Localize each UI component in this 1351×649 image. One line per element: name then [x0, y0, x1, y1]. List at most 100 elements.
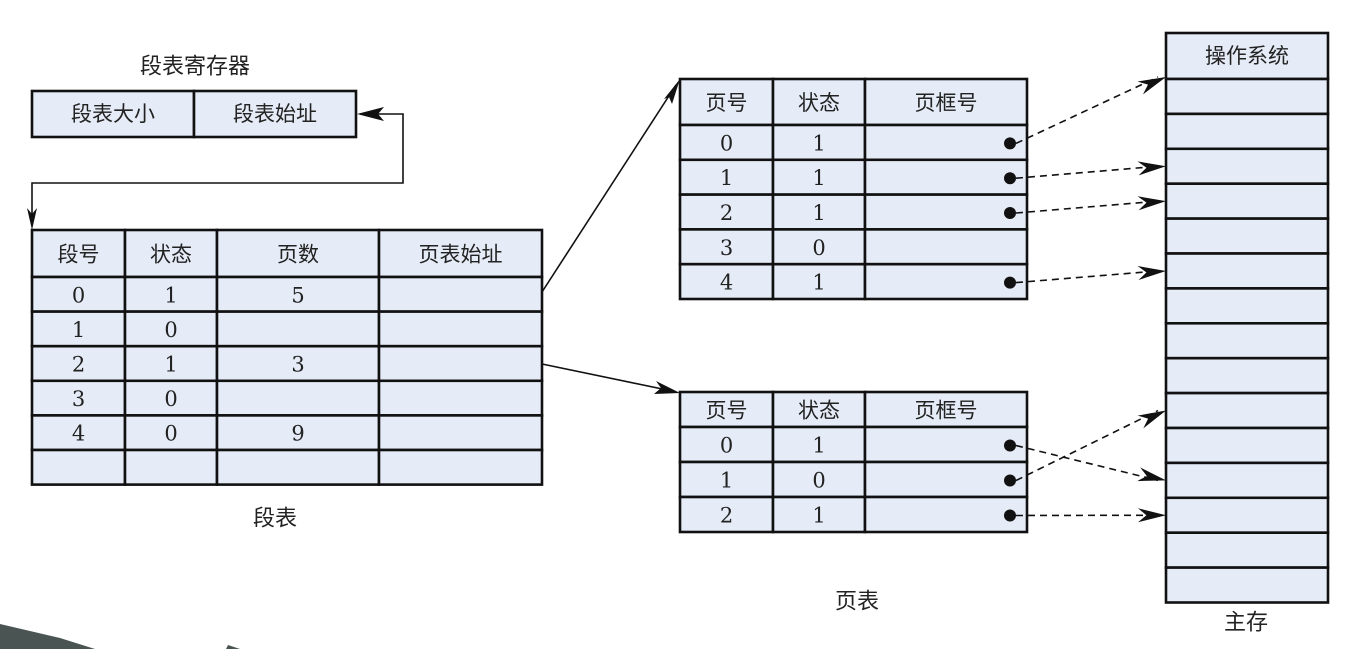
cell-text: 1	[812, 271, 825, 295]
pointer-line	[1015, 165, 1159, 179]
memory-frame	[1164, 496, 1330, 534]
cell-text: 4	[720, 271, 733, 295]
cell-text: 1	[164, 353, 177, 377]
table-cell	[863, 123, 1029, 162]
table-cell	[215, 448, 381, 486]
cell-text: 2	[720, 504, 733, 528]
table-cell	[863, 77, 1029, 127]
register-field-base	[192, 89, 358, 139]
main-memory-caption: 主存	[1224, 611, 1268, 636]
table-cell	[377, 448, 544, 486]
pointer-dot	[1004, 474, 1016, 487]
memory-frame	[1164, 566, 1330, 604]
table-cell	[30, 228, 127, 279]
arrow-seg2-to-page-table-b	[541, 363, 673, 392]
segment-table-register: 段表寄存器 段表大小 段表始址	[30, 55, 358, 139]
pointer-line	[1015, 270, 1159, 284]
pointer-arrowhead	[1137, 508, 1166, 523]
cell-text: 2	[720, 201, 733, 225]
table-row	[30, 448, 544, 486]
header-row: 页号状态页框号	[678, 77, 1029, 127]
table-cell	[771, 77, 867, 127]
frame-pointer	[1004, 439, 1166, 482]
pointer-arrowhead	[1137, 410, 1166, 429]
table-cell	[863, 193, 1029, 231]
header-row: 页号状态页框号	[678, 390, 1029, 429]
pointer-dot	[1004, 137, 1016, 150]
cell-text: 0	[720, 131, 733, 155]
cell-text: 0	[720, 434, 733, 458]
table-cell	[215, 344, 381, 383]
pointer-dot	[1004, 276, 1016, 289]
table-cell	[123, 275, 219, 313]
memory-frame	[1164, 287, 1330, 325]
table-cell	[377, 379, 544, 417]
cell-text: 页数	[277, 243, 319, 267]
table-cell	[30, 379, 127, 417]
cell-text: 页表始址	[419, 243, 503, 267]
photo-edge-artifact	[0, 624, 95, 649]
table-cell	[377, 414, 544, 452]
memory-frame	[1164, 77, 1330, 116]
table-cell	[863, 262, 1029, 301]
memory-frame	[1164, 321, 1330, 360]
pointer-line	[1015, 444, 1159, 482]
pointer-line	[1015, 200, 1159, 214]
cell-text: 5	[291, 283, 304, 307]
pointer-arrowhead	[1137, 161, 1166, 176]
cell-text: 1	[812, 434, 825, 458]
table-cell	[678, 228, 775, 266]
cell-text: 页号	[706, 399, 748, 423]
cell-text: 段号	[58, 243, 100, 267]
table-cell	[771, 193, 867, 231]
table-cell	[863, 158, 1029, 196]
os-label: 操作系统	[1205, 44, 1289, 68]
cell-text: 0	[812, 236, 825, 260]
frame-pointer	[1004, 196, 1166, 219]
memory-frame	[1164, 112, 1330, 151]
table-cell	[123, 414, 219, 452]
memory-frame	[1164, 252, 1330, 290]
table-cell	[30, 344, 127, 383]
cell-text: 1	[812, 504, 825, 528]
table-cell	[771, 228, 867, 266]
table-cell	[863, 460, 1029, 499]
register-base-label: 段表始址	[233, 102, 317, 126]
arrowhead-page-table-a	[664, 79, 680, 104]
table-cell	[123, 448, 219, 486]
pointer-dot	[1004, 439, 1016, 452]
table-cell	[863, 228, 1029, 266]
arrow-seg0-to-page-table-a	[541, 84, 677, 293]
cell-text: 4	[72, 422, 85, 446]
register-size-label: 段表大小	[71, 102, 155, 126]
cell-text: 0	[164, 422, 177, 446]
cell-text: 0	[164, 387, 177, 411]
table-cell	[215, 379, 381, 417]
memory-frame	[1164, 391, 1330, 430]
memory-frame	[1164, 531, 1330, 569]
pointer-arrowhead	[1137, 196, 1166, 211]
segment-to-page-table-arrows	[541, 79, 680, 394]
cell-text: 1	[720, 166, 733, 190]
os-region	[1164, 31, 1330, 81]
pointer-dot	[1004, 172, 1016, 185]
frame-pointers	[1004, 76, 1166, 523]
cell-text: 1	[72, 318, 85, 342]
cell-text: 1	[164, 283, 177, 307]
pointer-arrowhead	[1137, 467, 1166, 482]
cell-text: 1	[812, 166, 825, 190]
pointer-arrowhead	[1137, 77, 1166, 95]
pointer-line	[1015, 76, 1159, 145]
table-cell	[30, 448, 127, 486]
cell-text: 3	[720, 236, 733, 260]
